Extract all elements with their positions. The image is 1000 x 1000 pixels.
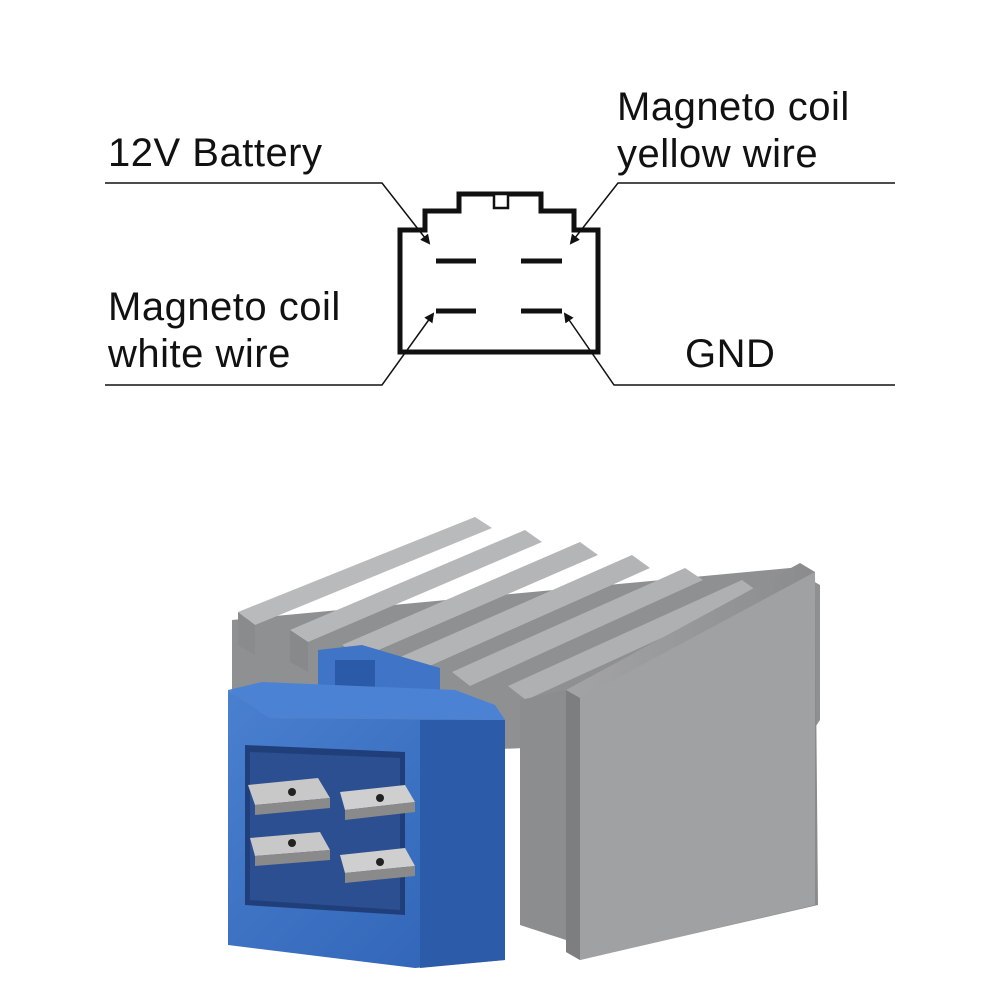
leader-line-gnd	[563, 312, 895, 386]
heatsink	[232, 517, 820, 960]
label-yellow-wire: Magneto coil yellow wire	[617, 84, 850, 178]
label-gnd: GND	[685, 331, 775, 378]
label-white-wire-line1: Magneto coil	[108, 285, 341, 329]
connector-outline	[397, 191, 601, 355]
label-12v-battery-text: 12V Battery	[108, 131, 323, 175]
label-white-wire-line2: white wire	[108, 332, 291, 376]
label-gnd-text: GND	[685, 332, 776, 376]
terminals	[248, 778, 415, 883]
leader-line-white-wire	[105, 312, 435, 386]
label-yellow-wire-line1: Magneto coil	[617, 85, 850, 129]
leader-line-battery	[105, 182, 431, 245]
label-yellow-wire-line2: yellow wire	[617, 132, 819, 176]
blue-connector	[228, 645, 505, 968]
leader-line-yellow-wire	[569, 182, 895, 245]
label-12v-battery: 12V Battery	[108, 130, 323, 177]
label-white-wire: Magneto coil white wire	[108, 284, 341, 378]
connector-latch	[492, 192, 510, 210]
